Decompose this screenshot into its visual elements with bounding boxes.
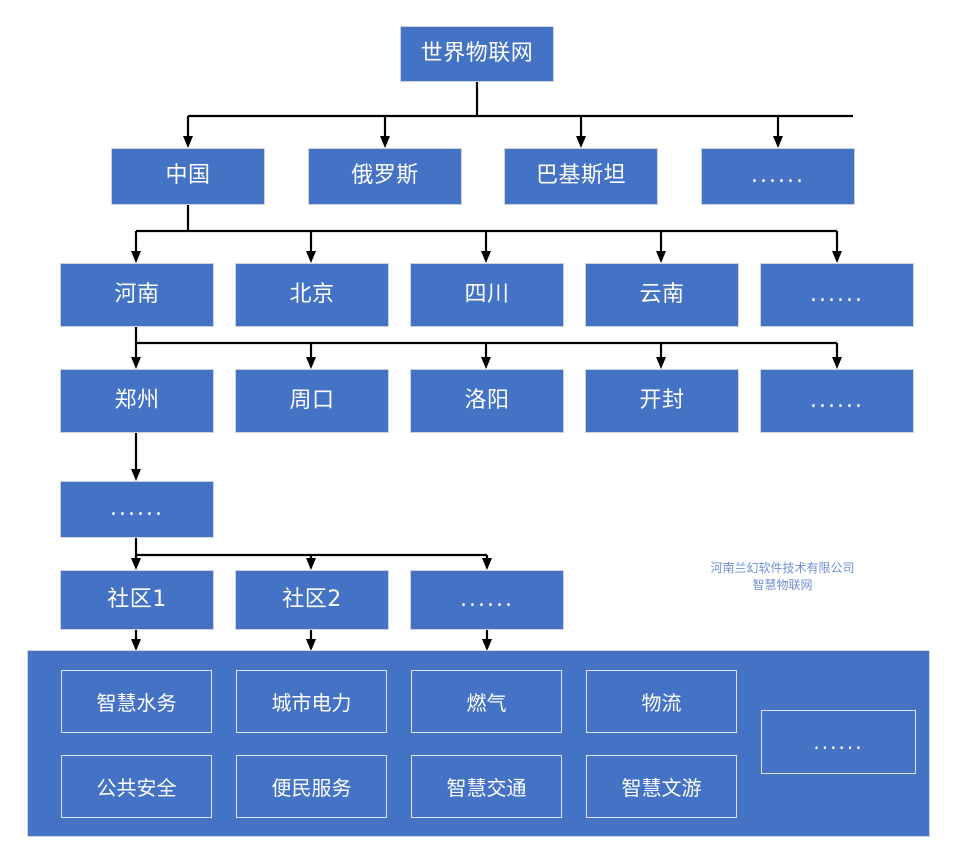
node-country-china[interactable]: 中国 <box>111 148 265 205</box>
arrow-china-to-henan <box>131 251 141 263</box>
node-label: ...... <box>110 496 164 522</box>
node-country-pakistan[interactable]: 巴基斯坦 <box>504 148 658 205</box>
node-label: 社区1 <box>107 586 167 612</box>
arrow-henan-to-zhengzhou <box>131 357 141 369</box>
arrow-root-to-russia <box>380 136 390 148</box>
node-country-russia[interactable]: 俄罗斯 <box>308 148 462 205</box>
node-label: 周口 <box>289 387 335 413</box>
node-province-more[interactable]: ...... <box>760 263 914 327</box>
service-smart-tourism[interactable]: 智慧文游 <box>586 755 737 818</box>
arrow-henan-to-zhoukou <box>306 357 316 369</box>
watermark: 河南兰幻软件技术有限公司 智慧物联网 <box>700 560 865 595</box>
arrow-china-to-beijing <box>306 251 316 263</box>
node-country-more[interactable]: ...... <box>701 148 855 205</box>
node-label: 四川 <box>464 281 510 307</box>
service-public-safety[interactable]: 公共安全 <box>61 755 212 818</box>
node-city-kaifeng[interactable]: 开封 <box>585 369 739 433</box>
node-label: 中国 <box>165 163 211 189</box>
watermark-line-1: 河南兰幻软件技术有限公司 <box>710 561 855 575</box>
service-panel <box>27 650 930 837</box>
node-community-2[interactable]: 社区2 <box>235 570 389 630</box>
node-label: 洛阳 <box>464 387 510 413</box>
service-label: 智慧文游 <box>621 776 702 800</box>
arrow-henan-to-more <box>832 357 842 369</box>
watermark-line-2: 智慧物联网 <box>752 578 813 593</box>
node-label: 郑州 <box>114 387 160 413</box>
service-convenience[interactable]: 便民服务 <box>236 755 387 818</box>
service-label: 燃气 <box>466 691 507 715</box>
arrow-district-to-more <box>482 558 492 570</box>
arrow-district-to-c1 <box>131 558 141 570</box>
service-smart-transport[interactable]: 智慧交通 <box>411 755 562 818</box>
arrow-root-to-pakistan <box>576 136 586 148</box>
node-label: ...... <box>460 586 514 612</box>
node-city-more[interactable]: ...... <box>760 369 914 433</box>
node-province-sichuan[interactable]: 四川 <box>410 263 564 327</box>
arrow-root-to-more <box>773 136 783 148</box>
service-city-power[interactable]: 城市电力 <box>236 670 387 733</box>
node-label: ...... <box>810 387 864 413</box>
node-label: 俄罗斯 <box>351 163 419 189</box>
node-community-1[interactable]: 社区1 <box>60 570 214 630</box>
arrow-china-to-yunnan <box>656 251 666 263</box>
node-province-henan[interactable]: 河南 <box>60 263 214 327</box>
node-city-luoyang[interactable]: 洛阳 <box>410 369 564 433</box>
arrow-district-to-c2 <box>306 558 316 570</box>
node-district-more[interactable]: ...... <box>60 481 214 538</box>
node-label: ...... <box>751 163 805 189</box>
node-world-iot[interactable]: 世界物联网 <box>400 26 554 82</box>
service-logistics[interactable]: 物流 <box>586 670 737 733</box>
node-city-zhoukou[interactable]: 周口 <box>235 369 389 433</box>
service-more[interactable]: ...... <box>761 710 916 774</box>
node-label: 巴基斯坦 <box>535 163 626 189</box>
node-label: 社区2 <box>282 586 342 612</box>
node-province-yunnan[interactable]: 云南 <box>585 263 739 327</box>
arrow-china-to-sichuan <box>481 251 491 263</box>
node-label: 北京 <box>289 281 335 307</box>
node-label: 世界物联网 <box>420 40 534 66</box>
service-label: 智慧水务 <box>96 691 177 715</box>
node-label: 河南 <box>114 281 160 307</box>
service-label: 城市电力 <box>271 691 352 715</box>
service-gas[interactable]: 燃气 <box>411 670 562 733</box>
node-community-more[interactable]: ...... <box>410 570 564 630</box>
node-label: ...... <box>810 281 864 307</box>
node-province-beijing[interactable]: 北京 <box>235 263 389 327</box>
service-label: 物流 <box>641 691 682 715</box>
arrow-henan-to-kaifeng <box>656 357 666 369</box>
arrow-root-to-china <box>183 136 193 148</box>
service-label: ...... <box>813 730 864 754</box>
service-label: 公共安全 <box>96 776 177 800</box>
node-label: 云南 <box>639 281 685 307</box>
node-label: 开封 <box>639 387 685 413</box>
node-city-zhengzhou[interactable]: 郑州 <box>60 369 214 433</box>
arrow-henan-to-luoyang <box>481 357 491 369</box>
arrow-china-to-more <box>832 251 842 263</box>
service-smart-water[interactable]: 智慧水务 <box>61 670 212 733</box>
service-label: 便民服务 <box>271 776 352 800</box>
arrow-zhengzhou-to-district <box>131 469 141 481</box>
service-label: 智慧交通 <box>446 776 527 800</box>
